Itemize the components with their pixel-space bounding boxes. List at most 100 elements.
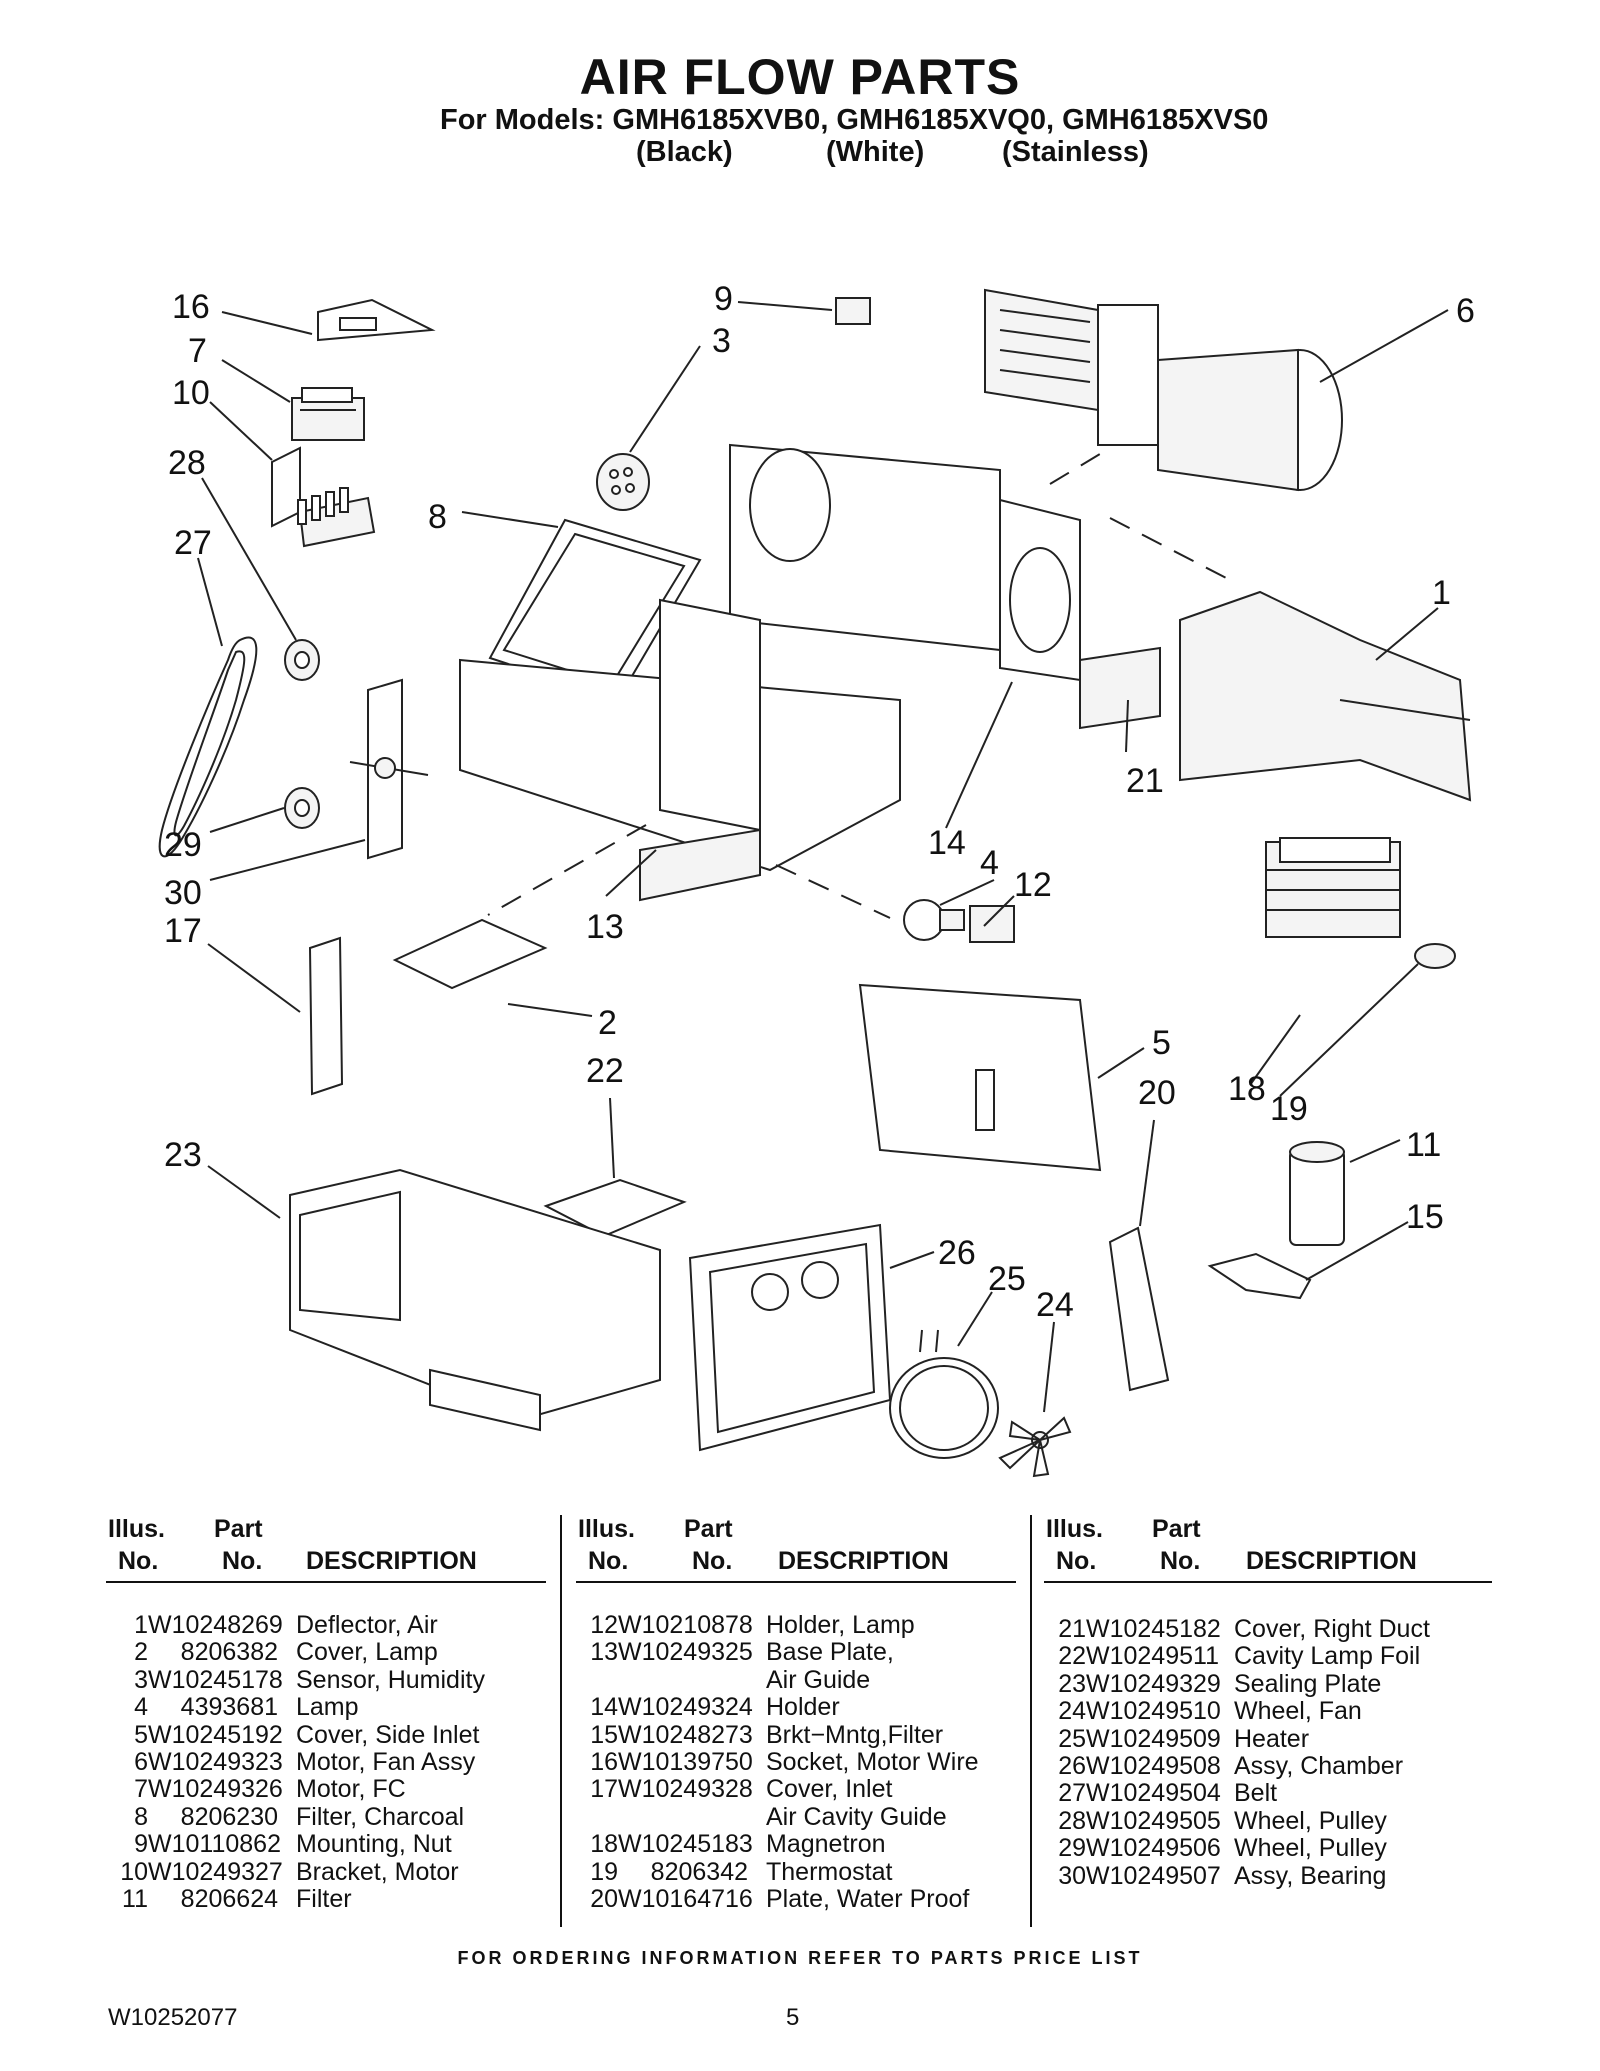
part-description: Air Cavity Guide [766,1802,947,1831]
header-illus: Illus. [578,1515,635,1543]
illus-no: 22 [1058,1642,1086,1671]
exploded-parts-diagram: 16 7 10 28 27 29 30 17 9 3 8 13 6 1 21 1… [158,280,1475,1478]
callout-10: 10 [172,374,210,412]
illus-no: 14 [590,1693,618,1722]
part-number: W10245192 [148,1720,283,1749]
part-description: Wheel, Pulley [1234,1834,1387,1863]
part-description: Heater [1234,1724,1310,1753]
part-description: Belt [1234,1779,1278,1808]
part-lamp-cover [392,918,548,990]
finish-stainless: (Stainless) [1002,136,1149,168]
part-number: W10249323 [148,1748,283,1776]
illus-no: 12 [590,1611,618,1639]
part-number: 8206624 [180,1885,278,1913]
part-description: Deflector, Air [296,1611,438,1639]
part-inlet-cover [308,936,344,1096]
assembly-line [1109,517,1231,581]
callout-4: 4 [980,844,999,882]
part-number: W10249508 [1086,1752,1221,1780]
part-number: W10249506 [1086,1834,1221,1863]
header-part: Part [684,1515,733,1543]
part-motor-fan-assy [984,288,1343,492]
illus-no: 4 [134,1693,148,1722]
callout-24: 24 [1036,1286,1074,1324]
callout-16: 16 [172,288,210,326]
callout-19: 19 [1270,1090,1308,1128]
header-illus: Illus. [108,1515,165,1543]
callout-14: 14 [928,824,966,862]
illus-no: 29 [1058,1834,1086,1863]
illus-no: 20 [590,1885,618,1913]
part-number: W10245182 [1086,1615,1221,1643]
part-number: W10248269 [148,1611,283,1639]
header-rule [576,1581,1016,1583]
callout-29: 29 [164,826,202,864]
callout-20: 20 [1138,1074,1176,1112]
part-mounting-bracket-filter [1207,1252,1312,1300]
leader-lines [197,301,1449,1413]
illus-no: 8 [134,1802,148,1831]
finish-white: (White) [826,136,925,168]
assembly-line [775,864,891,919]
illus-no: 27 [1058,1779,1086,1808]
column-divider [560,1515,562,1927]
callout-28: 28 [168,444,206,482]
illus-no: 9 [134,1830,148,1859]
part-motor-fc [291,387,365,441]
part-description: Filter [296,1885,352,1913]
illus-no: 3 [134,1665,148,1694]
part-number: W10249509 [1086,1724,1221,1753]
part-description: Cover, Side Inlet [296,1720,480,1749]
finish-black: (Black) [636,136,733,168]
callout-27: 27 [174,524,212,562]
header-description: DESCRIPTION [778,1547,949,1575]
header-rule [106,1581,546,1583]
header-part-no: No. [692,1547,733,1575]
callout-8: 8 [428,498,447,536]
part-number: W10249511 [1086,1642,1219,1671]
callout-17: 17 [164,912,202,950]
callout-26: 26 [938,1234,976,1272]
callout-13: 13 [586,908,624,946]
illus-no: 13 [590,1638,618,1667]
header-part: Part [1152,1515,1201,1543]
part-air-deflector [1179,590,1472,802]
header-no: No. [118,1547,159,1575]
part-description: Lamp [296,1693,359,1722]
header-rule [1044,1581,1492,1583]
illus-no: 7 [134,1775,148,1804]
part-number: W10249510 [1086,1697,1221,1726]
part-description: Mounting, Nut [296,1830,452,1859]
part-water-proof-plate [1108,1226,1170,1392]
header-description: DESCRIPTION [1246,1547,1417,1575]
document-number: W10252077 [108,2004,238,2031]
callout-1: 1 [1432,574,1451,612]
part-number: W10245183 [618,1830,753,1859]
part-description: Holder [766,1693,840,1722]
illus-no: 17 [590,1775,618,1804]
illus-no: 1 [134,1611,148,1639]
part-description: Motor, Fan Assy [296,1748,476,1776]
part-description: Thermostat [766,1857,893,1886]
part-number: W10139750 [618,1748,753,1776]
part-number: W10249505 [1086,1806,1221,1835]
part-number: W10249329 [1086,1669,1221,1698]
part-number: W10249326 [148,1775,283,1804]
header-part-no: No. [1160,1547,1201,1575]
callout-18: 18 [1228,1070,1266,1108]
part-chamber-assy [688,1223,892,1452]
part-bearing-assy [349,678,429,860]
part-description: Wheel, Fan [1234,1697,1362,1726]
socket-slot [339,317,377,331]
part-number: W10249328 [618,1775,753,1804]
part-pulley-lower [284,787,320,829]
part-number: W10249324 [618,1693,753,1722]
illus-no: 30 [1058,1861,1086,1890]
part-description: Air Guide [766,1665,871,1694]
illus-no: 23 [1058,1669,1086,1698]
part-side-inlet-cover [858,983,1102,1172]
callout-5: 5 [1152,1024,1171,1062]
part-number: W10249327 [148,1857,283,1886]
callout-22: 22 [586,1052,624,1090]
part-pulley-upper [284,639,320,681]
